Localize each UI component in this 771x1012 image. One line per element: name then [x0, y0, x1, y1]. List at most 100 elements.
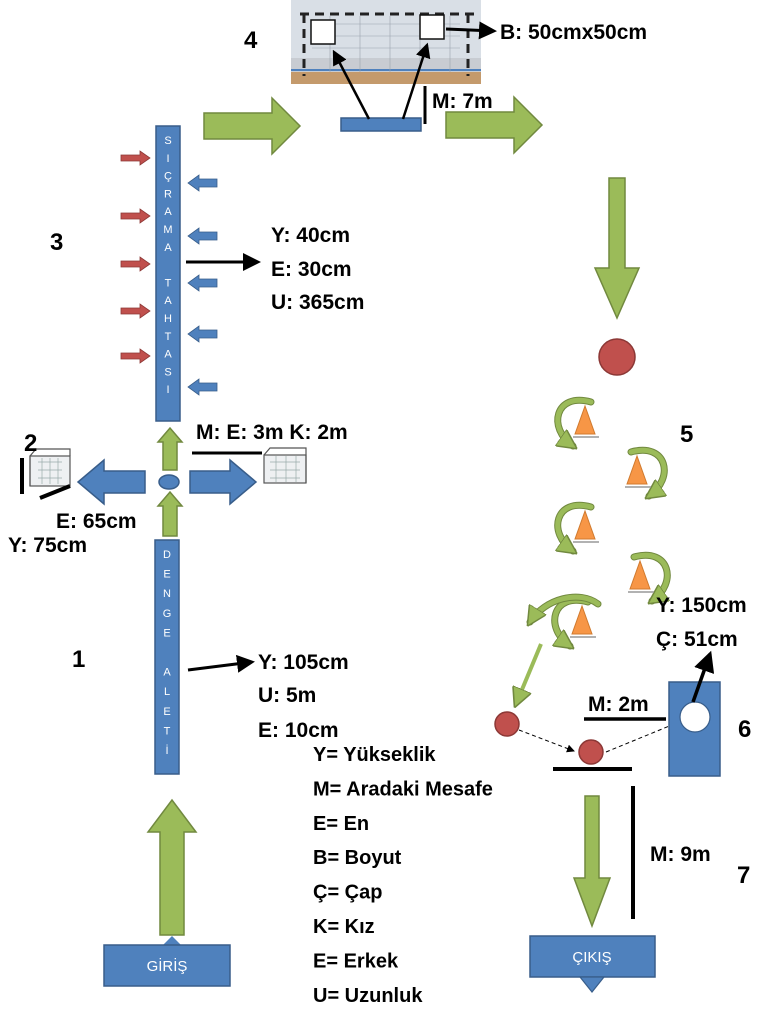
exit-box: ÇIKIŞ: [529, 935, 656, 993]
blue-arrow-left-icon: [187, 325, 218, 343]
board-length: U: 365cm: [271, 291, 364, 314]
beam-width: E: 10cm: [258, 719, 339, 742]
distance-2m: M: 2m: [588, 693, 649, 716]
green-arrow-up-entry: [146, 798, 198, 936]
blue-arrow-left-goal: [76, 458, 146, 506]
station-5-number: 5: [680, 421, 693, 448]
board-letter: A: [164, 242, 172, 254]
red-arrow-right-icon: [120, 303, 151, 319]
ball-start: [598, 338, 636, 376]
entry-label: GİRİŞ: [147, 957, 188, 975]
cone-icon: [574, 509, 596, 540]
throw-arrow-right: [401, 42, 431, 120]
green-arrow-up-board: [156, 426, 184, 471]
legend-item: U= Uzunluk: [313, 985, 423, 1007]
cone-icon: [574, 404, 596, 435]
target-square-left: [310, 19, 336, 45]
hoop-circle: [679, 701, 711, 733]
target-dimension-pointer: [445, 21, 497, 40]
station-4-number: 4: [244, 27, 258, 54]
blue-arrow-left-icon: [187, 274, 218, 292]
beam-letter: E: [163, 569, 170, 581]
goal-height: Y: 75cm: [8, 534, 87, 557]
board-height: Y: 40cm: [271, 224, 350, 247]
red-arrow-right-icon: [120, 348, 151, 364]
ball-middle: [494, 711, 520, 737]
legend-item: M= Aradaki Mesafe: [313, 778, 493, 800]
cone-icon: [571, 604, 593, 635]
green-arrow-down-exit: [572, 795, 612, 929]
board-letter: M: [163, 224, 172, 236]
board-letter: I: [166, 384, 169, 396]
slalom-cone: [554, 501, 599, 551]
wall-target-photo: [291, 0, 481, 84]
hoop-dimension-pointer: [691, 650, 715, 703]
board-letter: A: [164, 206, 172, 218]
blue-arrow-right-goal: [189, 458, 258, 506]
beam-letter: T: [164, 725, 171, 737]
legend-item: K= Kız: [313, 916, 375, 938]
station-3-number: 3: [50, 229, 63, 256]
green-arrow-down-slalom: [593, 177, 641, 320]
board-letter: R: [164, 188, 172, 200]
beam-letter: E: [163, 706, 170, 718]
beam-letter: D: [163, 549, 171, 561]
green-arrow-right-from-target: [445, 95, 544, 155]
beam-length: U: 5m: [258, 684, 316, 707]
beam-letter: E: [163, 627, 170, 639]
legend-item: E= En: [313, 813, 369, 835]
legend-item: Ç= Çap: [313, 882, 382, 904]
legend-item: E= Erkek: [313, 950, 399, 972]
beam-dimension-pointer: [187, 654, 255, 673]
legend-item: B= Boyut: [313, 847, 402, 869]
blue-arrow-left-icon: [187, 378, 218, 396]
red-arrows-left-side: [120, 150, 151, 364]
station-6-number: 6: [738, 716, 751, 743]
beam-height: Y: 105cm: [258, 651, 349, 674]
slalom-cone: [551, 596, 596, 646]
green-arrow-to-ball: [516, 643, 543, 704]
beam-letter: İ: [165, 744, 168, 757]
target-square-right: [419, 14, 445, 40]
board-letter: I: [166, 153, 169, 165]
throw-line-platform: [340, 117, 422, 132]
cone-icon: [626, 454, 648, 485]
distance-9m: M: 9m: [650, 843, 711, 866]
ball-on-line: [578, 739, 604, 765]
red-arrow-right-icon: [120, 256, 151, 272]
red-arrow-right-icon: [120, 150, 151, 166]
board-letter: Ç: [164, 171, 172, 183]
target-size: B: 50cmx50cm: [500, 21, 647, 44]
blue-arrow-left-icon: [187, 227, 218, 245]
beam-letter: L: [164, 686, 170, 698]
green-arrow-right-to-target: [203, 96, 302, 156]
board-letter: T: [165, 331, 172, 343]
beam-letter: A: [163, 667, 171, 679]
distance-7m: M: 7m: [432, 90, 493, 113]
slalom-cone: [625, 446, 668, 496]
blue-arrows-right-side: [187, 174, 218, 396]
slalom-cones: [530, 396, 671, 646]
board-letter: H: [164, 313, 172, 325]
slalom-entry-arc: [530, 593, 602, 622]
board-letter: A: [164, 349, 172, 361]
goal-left: [20, 448, 71, 500]
board-width: E: 30cm: [271, 258, 352, 281]
goal-right: [263, 447, 307, 484]
board-letter: S: [164, 366, 171, 378]
green-arrow-up-beam: [156, 490, 184, 537]
station-2-number: 2: [24, 430, 37, 457]
blue-arrow-left-icon: [187, 174, 218, 192]
station-1-number: 1: [72, 646, 85, 673]
slalom-cone: [554, 396, 599, 446]
legend-item: Y= Yükseklik: [313, 744, 436, 766]
distance-mek: M: E: 3m K: 2m: [196, 421, 348, 444]
goal-width: E: 65cm: [56, 510, 137, 533]
exit-label: ÇIKIŞ: [572, 949, 611, 966]
throw-arrow-left: [332, 49, 371, 120]
junction-point: [158, 474, 180, 490]
